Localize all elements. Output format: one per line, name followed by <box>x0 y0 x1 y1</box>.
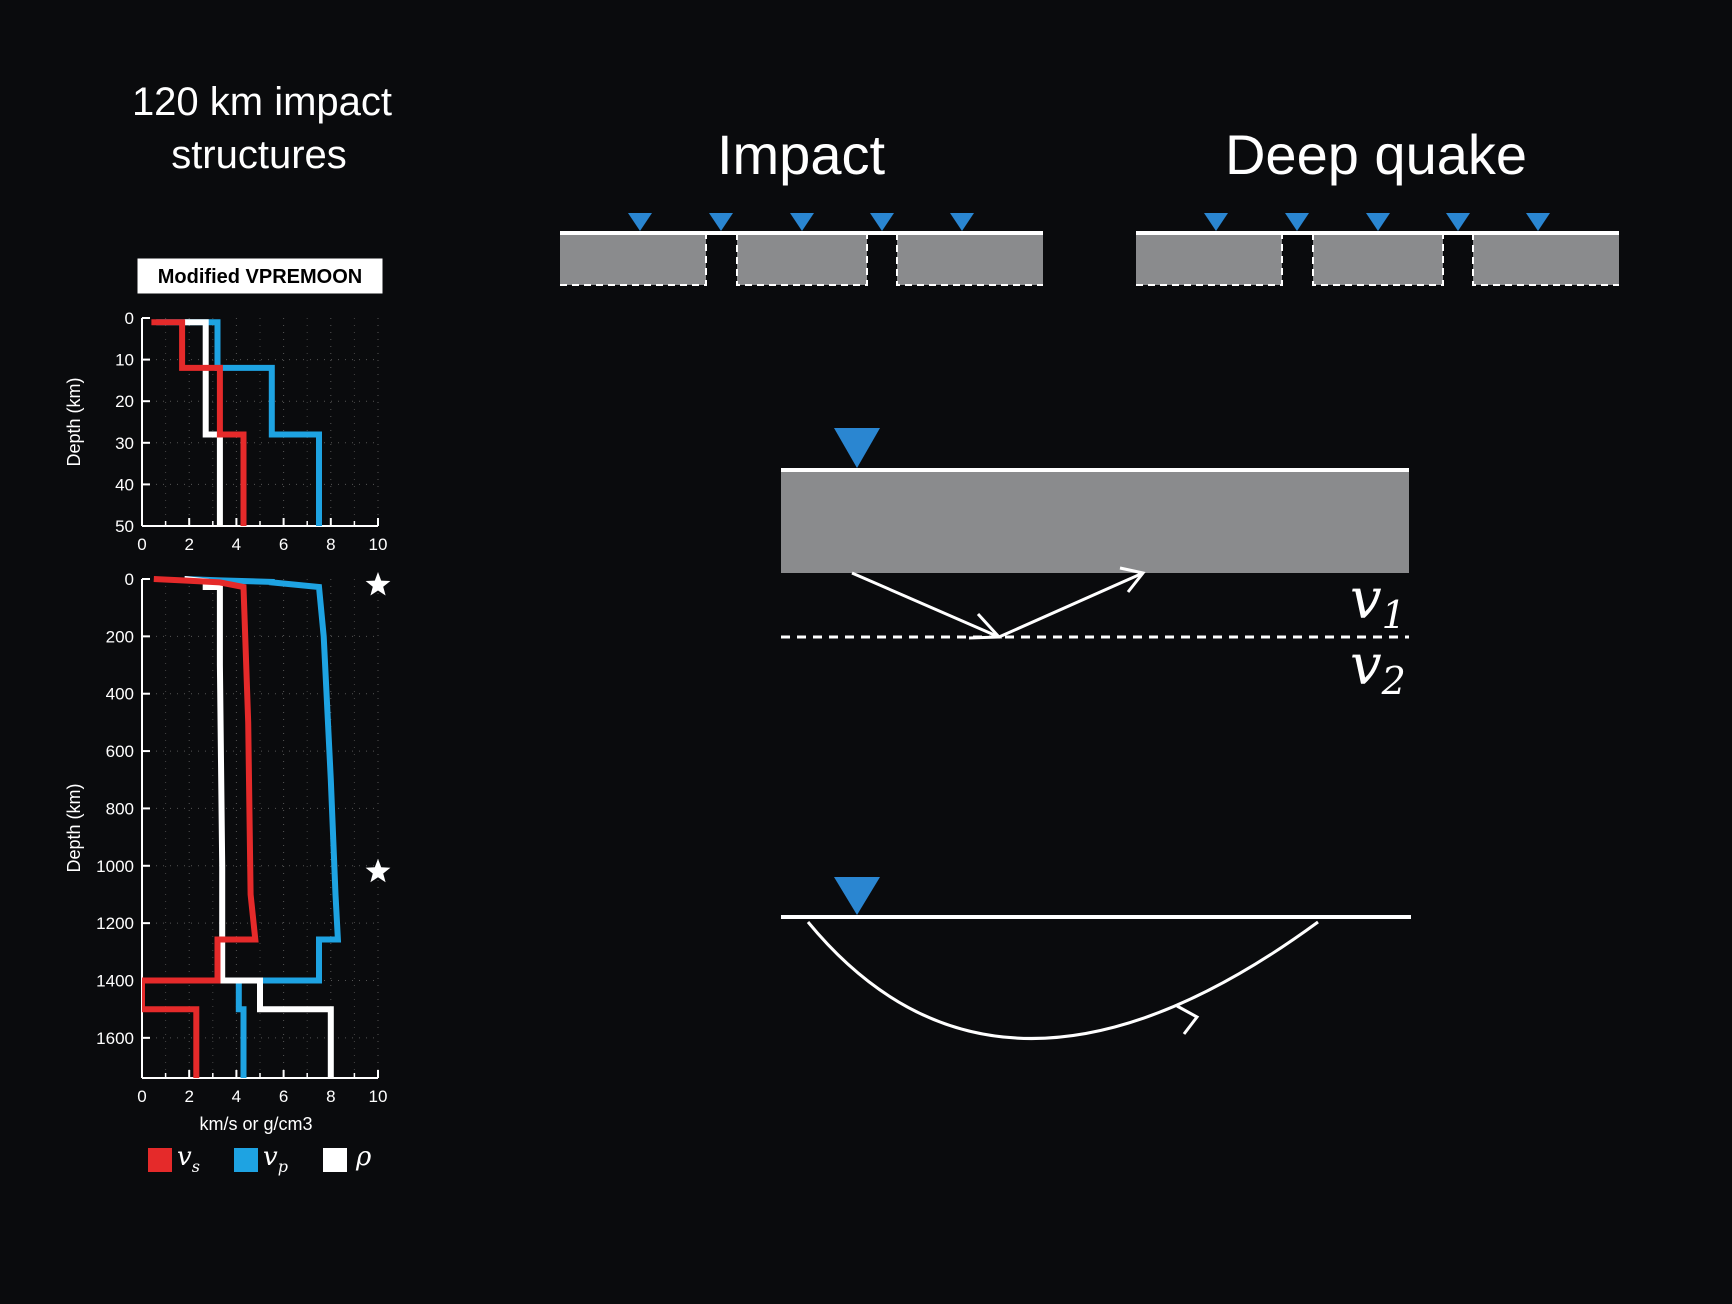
crust-block <box>1136 233 1282 285</box>
model-label-box <box>136 257 384 295</box>
x-tick-label: 10 <box>369 1087 388 1106</box>
x-tick-label: 0 <box>137 1087 146 1106</box>
station-triangle-icon <box>1446 213 1470 231</box>
x-tick-label: 2 <box>184 1087 193 1106</box>
y-tick-label: 30 <box>115 434 134 453</box>
station-triangle-icon <box>1366 213 1390 231</box>
station-triangle-icon <box>790 213 814 231</box>
figure-title-line1: 120 km impact <box>132 80 392 124</box>
legend-swatch-rho <box>323 1148 347 1172</box>
legend-label-rho: ρ <box>355 1142 372 1172</box>
y-tick-label: 1200 <box>96 914 134 933</box>
ray-arrow-icon <box>1176 1004 1200 1035</box>
deep-ray-diagram <box>781 877 1411 1040</box>
legend-swatch-vs <box>148 1148 172 1172</box>
y-axis-label: Depth (km) <box>64 783 84 872</box>
station-triangle-icon <box>709 213 733 231</box>
x-tick-label: 4 <box>232 535 241 554</box>
figure-title-line2: structures <box>171 133 347 177</box>
velocity-profile-full: 0 2 4 6 8 10 0 200 400 600 800 1000 1200 1400 1600 Dep… <box>64 570 391 1134</box>
series-line-vp <box>156 319 322 526</box>
x-tick-label: 8 <box>326 535 335 554</box>
legend-label-vp: vp <box>263 1142 288 1176</box>
station-triangle-icon <box>1526 213 1550 231</box>
y-tick-label: 1000 <box>96 857 134 876</box>
panel-title-deep-quake: Deep quake <box>1225 123 1527 186</box>
velocity-label-v2: v2 <box>1350 633 1406 703</box>
station-triangle-icon <box>950 213 974 231</box>
axes: 0 2 4 6 8 10 0 10 20 30 40 50 <box>115 309 387 554</box>
reflection-diagram: v1 v2 <box>781 428 1409 703</box>
station-triangle-icon <box>834 428 880 468</box>
legend-swatch-vp <box>234 1148 258 1172</box>
x-tick-label: 2 <box>184 535 193 554</box>
velocity-label-v1: v1 <box>1350 567 1406 637</box>
grid <box>142 318 379 527</box>
source-markers <box>365 572 391 883</box>
y-tick-label: 200 <box>106 627 134 646</box>
x-tick-label: 4 <box>232 1087 241 1106</box>
y-tick-label: 20 <box>115 392 134 411</box>
x-tick-label: 0 <box>137 535 146 554</box>
crust-block <box>560 233 706 285</box>
series-lines <box>151 319 322 526</box>
y-tick-label: 800 <box>106 799 134 818</box>
crust-block <box>1473 233 1619 285</box>
star-icon <box>365 572 391 596</box>
y-tick-label: 1400 <box>96 971 134 990</box>
reflected-ray <box>851 571 1144 639</box>
star-icon <box>365 858 391 883</box>
legend: vs vp ρ <box>148 1142 372 1176</box>
block-base-dashed <box>1136 233 1619 286</box>
crust-block <box>737 233 867 285</box>
ray-arrow-icon <box>968 612 1003 640</box>
station-triangle-icon <box>834 877 880 915</box>
y-axis-label: Depth (km) <box>64 377 84 466</box>
x-tick-label: 8 <box>326 1087 335 1106</box>
y-tick-label: 40 <box>115 475 134 494</box>
x-tick-label: 10 <box>369 535 388 554</box>
block-base-dashed <box>560 233 1043 286</box>
series-line-vs <box>142 576 259 1078</box>
y-tick-label: 1600 <box>96 1029 134 1048</box>
ray-arrow-icon <box>1119 566 1146 593</box>
x-tick-label: 6 <box>279 535 288 554</box>
y-tick-label: 10 <box>115 351 134 370</box>
deep-quake-crust-blocks <box>1136 213 1619 286</box>
y-tick-label: 0 <box>125 309 134 328</box>
series-line-vs <box>151 319 247 526</box>
station-triangle-icon <box>1204 213 1228 231</box>
axes: 0 2 4 6 8 10 0 200 400 600 800 1000 1200 1400 1600 <box>96 570 387 1106</box>
x-axis-label: km/s or g/cm3 <box>199 1114 312 1134</box>
crust-block <box>1313 233 1443 285</box>
crust-layer <box>781 470 1409 573</box>
curved-ray <box>806 920 1319 1040</box>
panel-title-impact: Impact <box>717 123 885 186</box>
station-triangle-icon <box>1285 213 1309 231</box>
series-lines <box>142 576 342 1078</box>
y-tick-label: 0 <box>125 570 134 589</box>
series-line-vp <box>184 576 342 1078</box>
series-line-rho <box>184 576 334 1078</box>
y-tick-label: 600 <box>106 742 134 761</box>
y-tick-label: 50 <box>115 517 134 536</box>
impact-crust-blocks <box>560 213 1043 286</box>
series-line-rho <box>184 319 223 526</box>
crust-block <box>897 233 1043 285</box>
x-tick-label: 6 <box>279 1087 288 1106</box>
station-triangle-icon <box>870 213 894 231</box>
velocity-profile-shallow: 0 2 4 6 8 10 0 10 20 30 40 50 Depth (km) <box>64 309 387 554</box>
y-tick-label: 400 <box>106 685 134 704</box>
model-label: Modified VPREMOON <box>158 266 362 288</box>
legend-label-vs: vs <box>177 1142 200 1176</box>
station-triangle-icon <box>628 213 652 231</box>
